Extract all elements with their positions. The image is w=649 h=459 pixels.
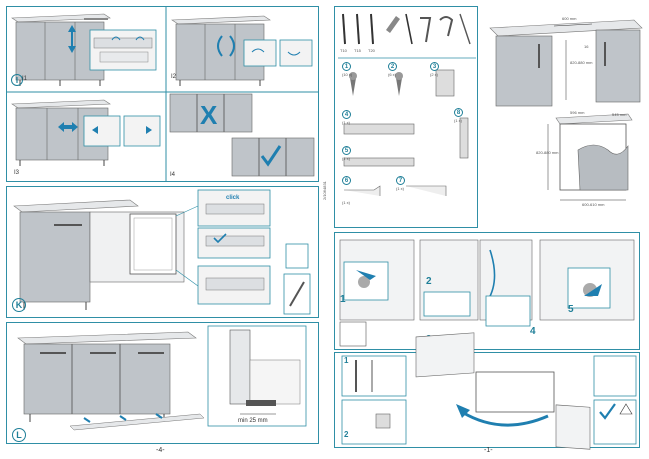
step-l-marker: L — [12, 428, 26, 442]
bottom-step-2: 2 — [344, 430, 349, 439]
page-number-right: -1- — [484, 447, 493, 454]
click-text: click — [226, 195, 240, 201]
step-i1-label: I1 — [22, 76, 28, 82]
dim-unit-height: 820-880 mm — [536, 150, 559, 155]
step-1: 1 — [340, 294, 346, 305]
step-i4-label: I4 — [170, 172, 176, 178]
part-8: 8 — [454, 108, 463, 117]
dim-base-width: 600-610 mm — [582, 202, 605, 207]
dim-door-gap: 16 — [584, 44, 589, 49]
part-4: 4 — [342, 110, 351, 119]
tool-t20: T20 — [368, 48, 375, 53]
bottom-step-1: 1 — [344, 356, 349, 365]
tool-t10: T10 — [340, 48, 347, 53]
page-number-left: -4- — [156, 447, 165, 454]
dim-unit-depth: 545 mm — [612, 112, 627, 117]
part-4-qty: (1 x) — [342, 120, 350, 125]
min-gap-label: min 25 mm — [238, 418, 268, 424]
dim-niche-height: 820-880 mm — [570, 60, 593, 65]
part-8-qty: (1 x) — [454, 118, 462, 123]
part-1: 1 — [342, 62, 351, 71]
svg-text:X: X — [200, 100, 218, 130]
part-6-qty: (1 x) — [342, 200, 350, 205]
tool-t15: T15 — [354, 48, 361, 53]
part-2-qty: (6 x) — [388, 72, 396, 77]
step-2: 2 — [426, 276, 432, 287]
part-2: 2 — [388, 62, 397, 71]
part-3-qty: (2 x) — [430, 72, 438, 77]
step-i2-label: I2 — [171, 74, 177, 80]
step-i3-label: I3 — [14, 170, 20, 176]
part-5: 5 — [342, 146, 351, 155]
dim-unit-width: 596 mm — [570, 110, 585, 115]
step-i1-marker: I — [11, 74, 23, 86]
step-5: 5 — [568, 304, 574, 315]
step-k-marker: K — [12, 298, 26, 312]
step-4: 4 — [530, 326, 536, 337]
part-3: 3 — [430, 62, 439, 71]
part-7-qty: (1 x) — [396, 186, 404, 191]
part-7: 7 — [396, 176, 405, 185]
dim-top-width: 600 mm — [562, 16, 577, 21]
part-1-qty: (10 x) — [342, 72, 353, 77]
part-6: 6 — [342, 176, 351, 185]
part-5-qty: (1 x) — [342, 156, 350, 161]
